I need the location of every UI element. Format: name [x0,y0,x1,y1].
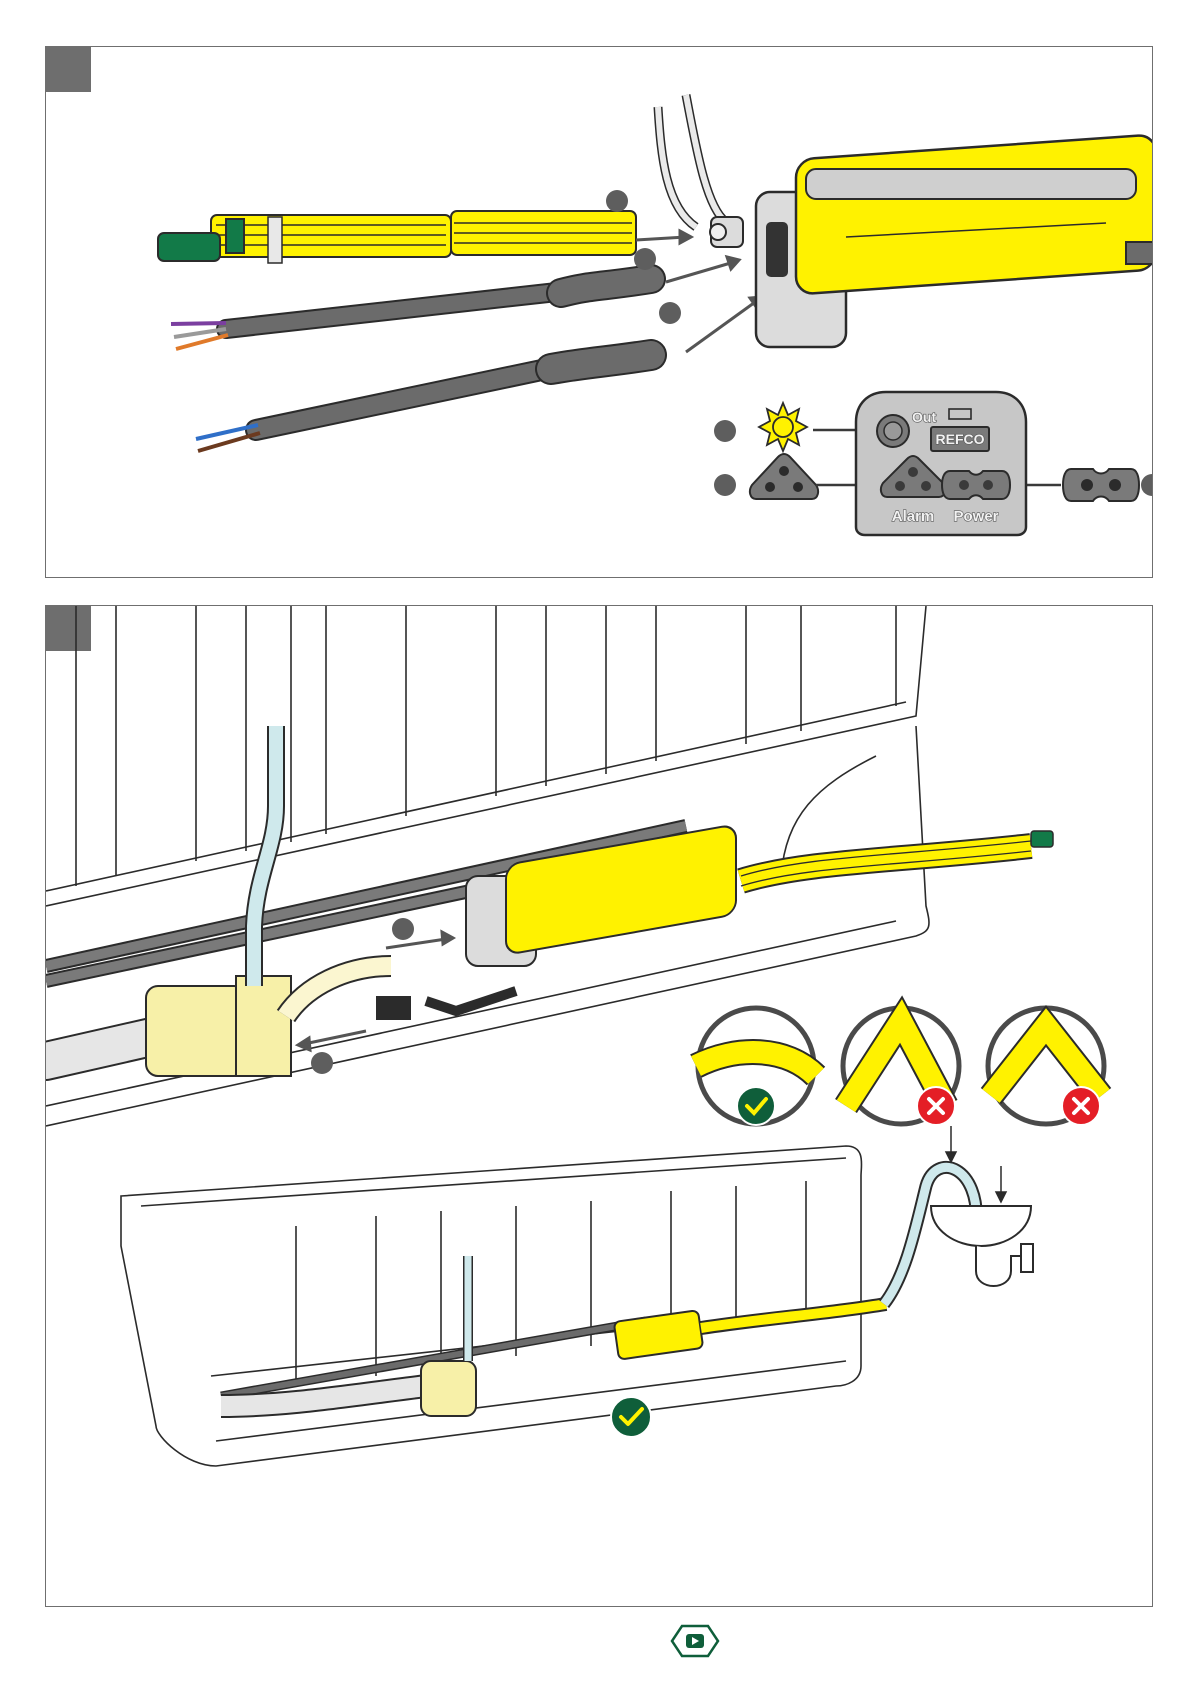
sun-icon [759,403,807,451]
power-cable [196,355,651,451]
step-panel-connections: Out REFCO Alarm Power [45,46,1153,578]
fuse-icon [949,409,971,419]
out-label: Out [912,409,936,425]
step-marker-dots [606,190,681,324]
step-marker-dot [311,1052,333,1074]
step-panel-installation [45,605,1153,1607]
hose-bend-check-2 [843,1008,959,1125]
brand-logo-text: REFCO [936,431,985,447]
reservoir [146,966,391,1076]
alarm-cable [171,279,651,349]
installation-illustration [46,606,1152,1606]
hose-bend-checks [696,1008,1104,1125]
power-plug-icon [1063,469,1139,501]
connections-illustration: Out REFCO Alarm Power [46,47,1152,577]
socket-panel: Out REFCO Alarm Power [856,392,1026,535]
yellow-ribbed-hose [158,211,636,263]
reservoir-small [421,1361,476,1416]
check-badge [737,1087,775,1125]
hose-bend-check-3 [988,1008,1104,1125]
pump-installed [376,824,1053,1020]
alarm-label: Alarm [892,508,935,525]
alarm-plug-icon [750,454,818,499]
power-socket [942,471,1010,499]
ac-unit-overview [121,1146,862,1466]
final-check-badge [611,1397,651,1437]
hose-bend-check-1 [696,1008,816,1125]
pump-small [614,1310,703,1359]
step-marker-dot [392,918,414,940]
sink-drain [931,1206,1033,1286]
power-label: Power [953,508,998,525]
video-play-icon[interactable] [670,1624,720,1658]
float-sensor [658,95,743,247]
step-marker-dot [714,420,736,442]
step-marker-dot [714,474,736,496]
step-marker-dot [1141,474,1152,496]
pump-unit [756,134,1152,347]
